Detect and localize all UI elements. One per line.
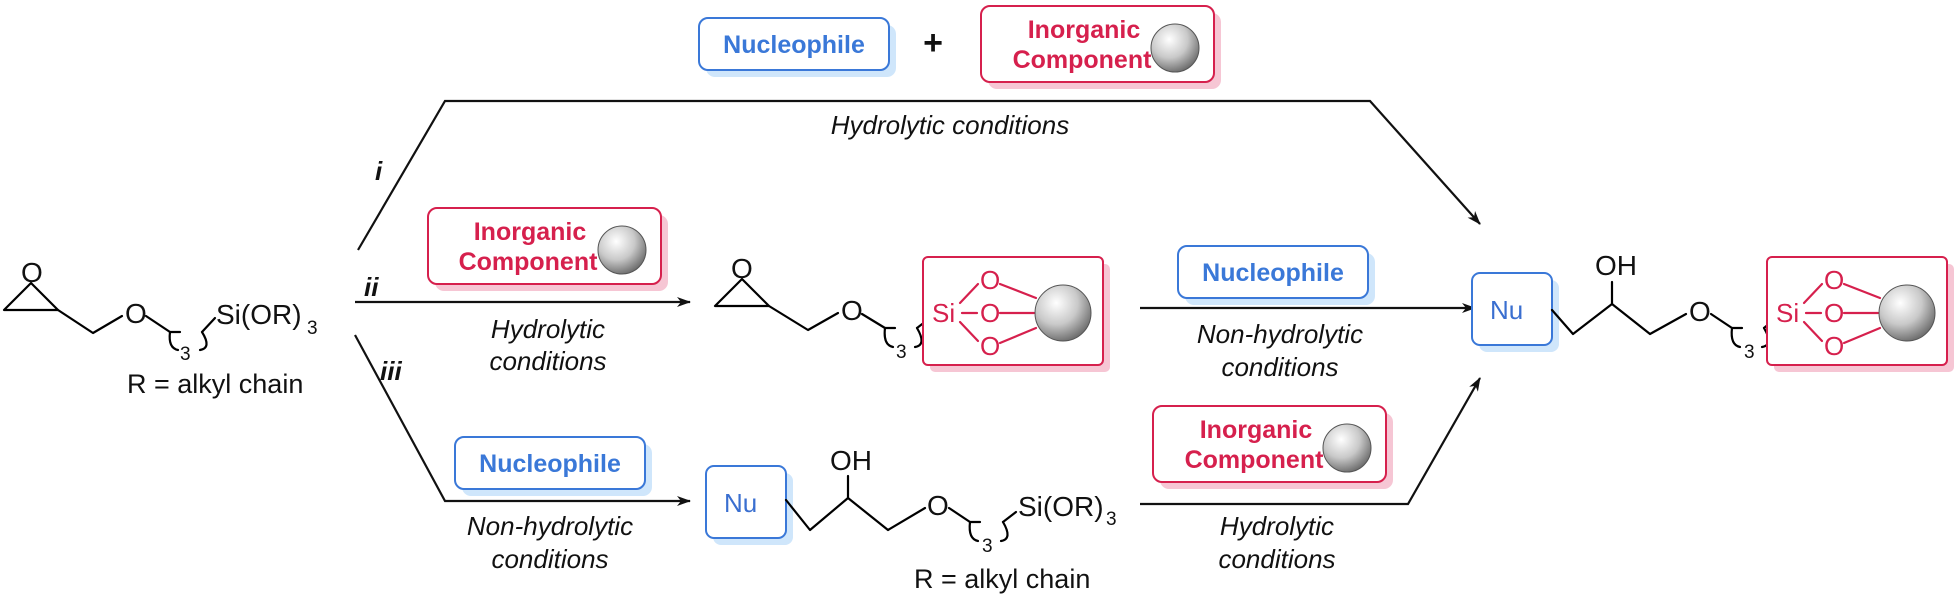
chain-subscript-1: 3 [180, 344, 191, 365]
r-definition-2: R = alkyl chain [914, 564, 1090, 594]
sphere-particle-icon [1034, 284, 1092, 342]
top-inorganic-label-2: Component [1013, 46, 1153, 74]
route-ii-inorganic-label-1: Inorganic [474, 218, 587, 246]
top-inorganic-label-1: Inorganic [1028, 16, 1141, 44]
route-iii-nucleophile-box: Nucleophile [454, 436, 652, 496]
ether-oxygen-1: O [125, 298, 147, 329]
route-ii-b-conditions-2: conditions [1221, 352, 1338, 382]
route-iii-label: iii [380, 356, 402, 386]
intermediate-grafted-epoxide: O O 3 Si O O O [713, 253, 1110, 372]
final-product: Nu OH O 3 Si O O O [1471, 250, 1954, 372]
route-iii-conditions-2: conditions [491, 544, 608, 574]
route-iii-b-conditions-2: conditions [1218, 544, 1335, 574]
route-iii-inorganic-box: Inorganic Component [1152, 405, 1393, 489]
route-ii-conditions-2: conditions [489, 346, 606, 376]
plus-sign: + [923, 24, 943, 62]
silicon-atom-4: Si [1776, 298, 1799, 328]
hydroxyl-1: OH [830, 445, 872, 476]
route-iii-arrow [354, 334, 691, 506]
route-iii-nucleophile-label: Nucleophile [479, 450, 621, 478]
route-ii-nucleophile-box: Nucleophile [1177, 245, 1375, 305]
silane-subscript-2: 3 [1106, 509, 1117, 530]
nu-label-1: Nu [724, 488, 757, 518]
hydroxyl-2: OH [1595, 250, 1637, 281]
starting-material: O O 3 Si(OR) 3 R = alkyl chain [2, 257, 318, 399]
route-iii-inorganic-label-2: Component [1185, 446, 1325, 474]
sphere-particle-icon [1878, 284, 1936, 342]
silane-group-1: Si(OR) [216, 299, 302, 330]
sphere-particle-icon [597, 225, 647, 275]
silane-group-2: Si(OR) [1018, 491, 1104, 522]
siloxane-oxygen-2b: O [980, 298, 1000, 328]
route-ii-inorganic-label-2: Component [459, 248, 599, 276]
route-iii-inorganic-label-1: Inorganic [1200, 416, 1313, 444]
r-definition-1: R = alkyl chain [127, 369, 303, 399]
route-i-conditions: Hydrolytic conditions [831, 110, 1069, 140]
ether-oxygen-4: O [1689, 296, 1711, 327]
silane-subscript-1: 3 [307, 318, 318, 339]
route-ii-inorganic-box: Inorganic Component [427, 207, 668, 291]
intermediate-ring-opened-silane: Nu OH O 3 Si(OR) 3 R = alkyl chain [705, 445, 1117, 594]
epoxide-oxygen-2: O [731, 253, 753, 284]
silicon-atom-2: Si [932, 298, 955, 328]
top-nucleophile-box: Nucleophile [698, 17, 896, 77]
epoxide-oxygen-1: O [21, 257, 43, 288]
route-ii-label: ii [364, 272, 379, 302]
ether-oxygen-2: O [841, 295, 863, 326]
chain-subscript-3: 3 [982, 536, 993, 557]
route-iii-conditions-1: Non-hydrolytic [467, 511, 633, 541]
top-nucleophile-label: Nucleophile [723, 31, 865, 59]
chain-subscript-4: 3 [1744, 342, 1755, 363]
route-i-label: i [375, 156, 383, 186]
siloxane-oxygen-4b: O [1824, 298, 1844, 328]
route-iii-step2-arrow [1140, 377, 1481, 506]
ether-oxygen-3: O [927, 490, 949, 521]
route-ii-nucleophile-label: Nucleophile [1202, 259, 1344, 287]
nu-label-2: Nu [1490, 295, 1523, 325]
route-ii-b-conditions-1: Non-hydrolytic [1197, 319, 1363, 349]
siloxane-oxygen-2c: O [980, 331, 1000, 361]
top-inorganic-box: Inorganic Component [980, 5, 1221, 89]
route-ii-conditions-1: Hydrolytic [491, 314, 605, 344]
sphere-particle-icon [1322, 423, 1372, 473]
route-i-arrow [357, 99, 1481, 251]
siloxane-oxygen-4c: O [1824, 331, 1844, 361]
sphere-particle-icon [1150, 23, 1200, 73]
siloxane-oxygen-4a: O [1824, 265, 1844, 295]
route-iii-b-conditions-1: Hydrolytic [1220, 511, 1334, 541]
chain-subscript-2: 3 [896, 342, 907, 363]
siloxane-oxygen-2a: O [980, 265, 1000, 295]
